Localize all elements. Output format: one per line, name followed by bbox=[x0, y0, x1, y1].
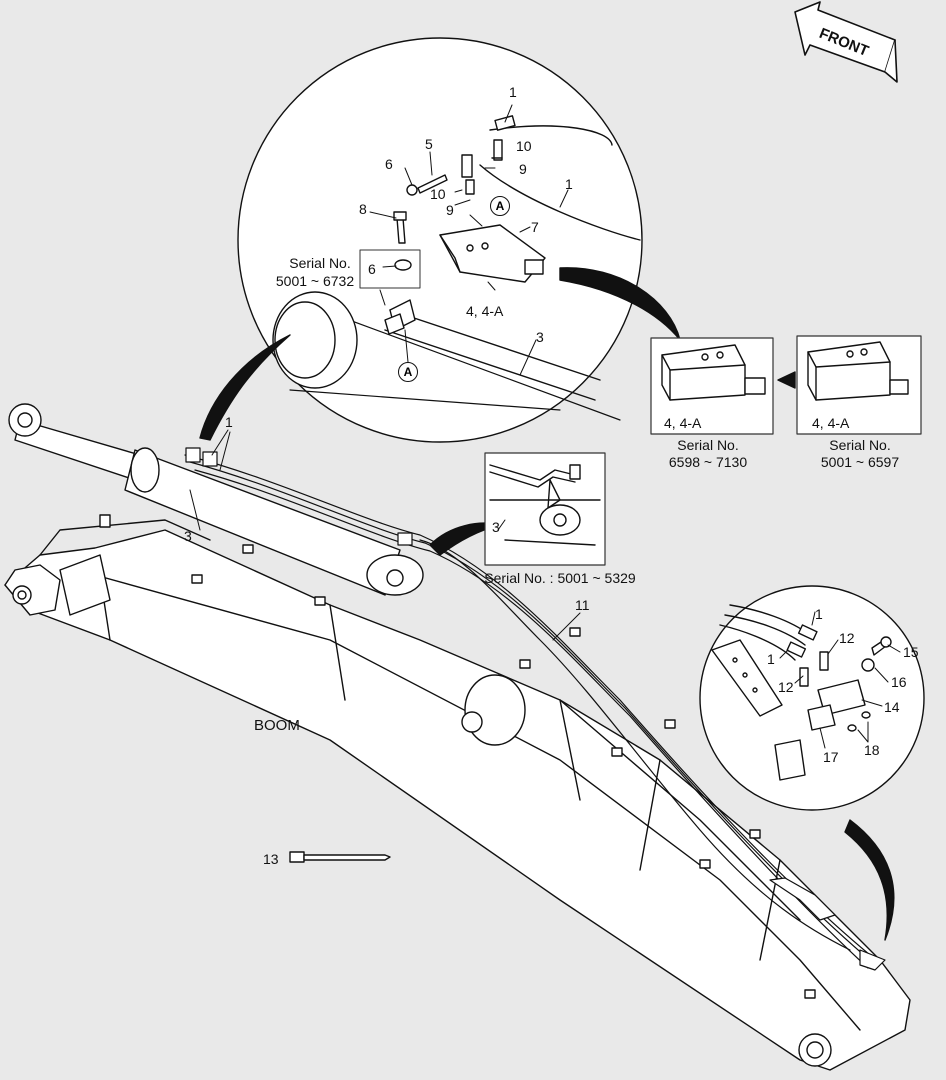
part-label-13: 13 bbox=[263, 851, 279, 867]
part-label-7: 7 bbox=[531, 219, 539, 235]
part-label-18: 18 bbox=[864, 742, 880, 758]
part-label-16: 16 bbox=[891, 674, 907, 690]
part-label-8: 8 bbox=[359, 201, 367, 217]
part-label-12: 12 bbox=[839, 630, 855, 646]
pointer-arrow-right-box bbox=[777, 371, 796, 389]
part-label-1: 1 bbox=[225, 414, 233, 430]
part-label-15: 15 bbox=[903, 644, 919, 660]
part-label-1: 1 bbox=[767, 651, 775, 667]
serial-label-small: Serial No. : 5001 ~ 5329 bbox=[484, 570, 636, 586]
reference-marker-a: A bbox=[490, 196, 510, 216]
pointer-swoosh-4 bbox=[844, 819, 895, 941]
part-label-17: 17 bbox=[823, 749, 839, 765]
valve-label: 4, 4-A bbox=[812, 415, 850, 431]
front-arrow bbox=[794, 1, 898, 83]
hose-lines bbox=[184, 447, 886, 971]
part-label-9: 9 bbox=[519, 161, 527, 177]
serial-range: 5001 ~ 6597 bbox=[820, 454, 900, 470]
part-label-11: 11 bbox=[575, 597, 590, 613]
detail-box-small bbox=[484, 452, 606, 566]
boom-label: BOOM bbox=[254, 717, 300, 734]
valve-label: 4, 4-A bbox=[664, 415, 702, 431]
part-label-14: 14 bbox=[884, 699, 900, 715]
pointer-swoosh-1 bbox=[199, 334, 291, 441]
part-label-10: 10 bbox=[516, 138, 532, 154]
reference-marker-a: A bbox=[398, 362, 418, 382]
part-label-5: 5 bbox=[425, 136, 433, 152]
part-label-12: 12 bbox=[778, 679, 794, 695]
part-label-3: 3 bbox=[184, 528, 192, 544]
serial-range: 6598 ~ 7130 bbox=[668, 454, 748, 470]
part-label-1: 1 bbox=[815, 606, 823, 622]
valve-variant-mid bbox=[650, 337, 774, 435]
boom-body bbox=[4, 514, 911, 1071]
part-label-1: 1 bbox=[509, 84, 517, 100]
boom-leaders bbox=[189, 429, 581, 641]
serial-range: 5001 ~ 6732 bbox=[275, 273, 355, 289]
valve-variant-right bbox=[796, 335, 922, 435]
detail-circle-lower-right bbox=[699, 585, 925, 811]
part-label-6: 6 bbox=[368, 261, 376, 277]
part-label-6: 6 bbox=[385, 156, 393, 172]
part-label-3: 3 bbox=[536, 329, 544, 345]
detail-circle-main bbox=[237, 37, 643, 443]
part-label-3: 3 bbox=[492, 519, 500, 535]
serial-label: Serial No. bbox=[829, 437, 891, 453]
cable-tie bbox=[289, 851, 391, 863]
part-label-9: 9 bbox=[446, 202, 454, 218]
part-label-10: 10 bbox=[430, 186, 446, 202]
valve-label: 4, 4-A bbox=[466, 303, 504, 319]
serial-label: Serial No. bbox=[677, 437, 739, 453]
part-label-1: 1 bbox=[565, 176, 573, 192]
serial-label: Serial No. bbox=[289, 255, 351, 271]
boom-cylinder bbox=[8, 403, 424, 596]
